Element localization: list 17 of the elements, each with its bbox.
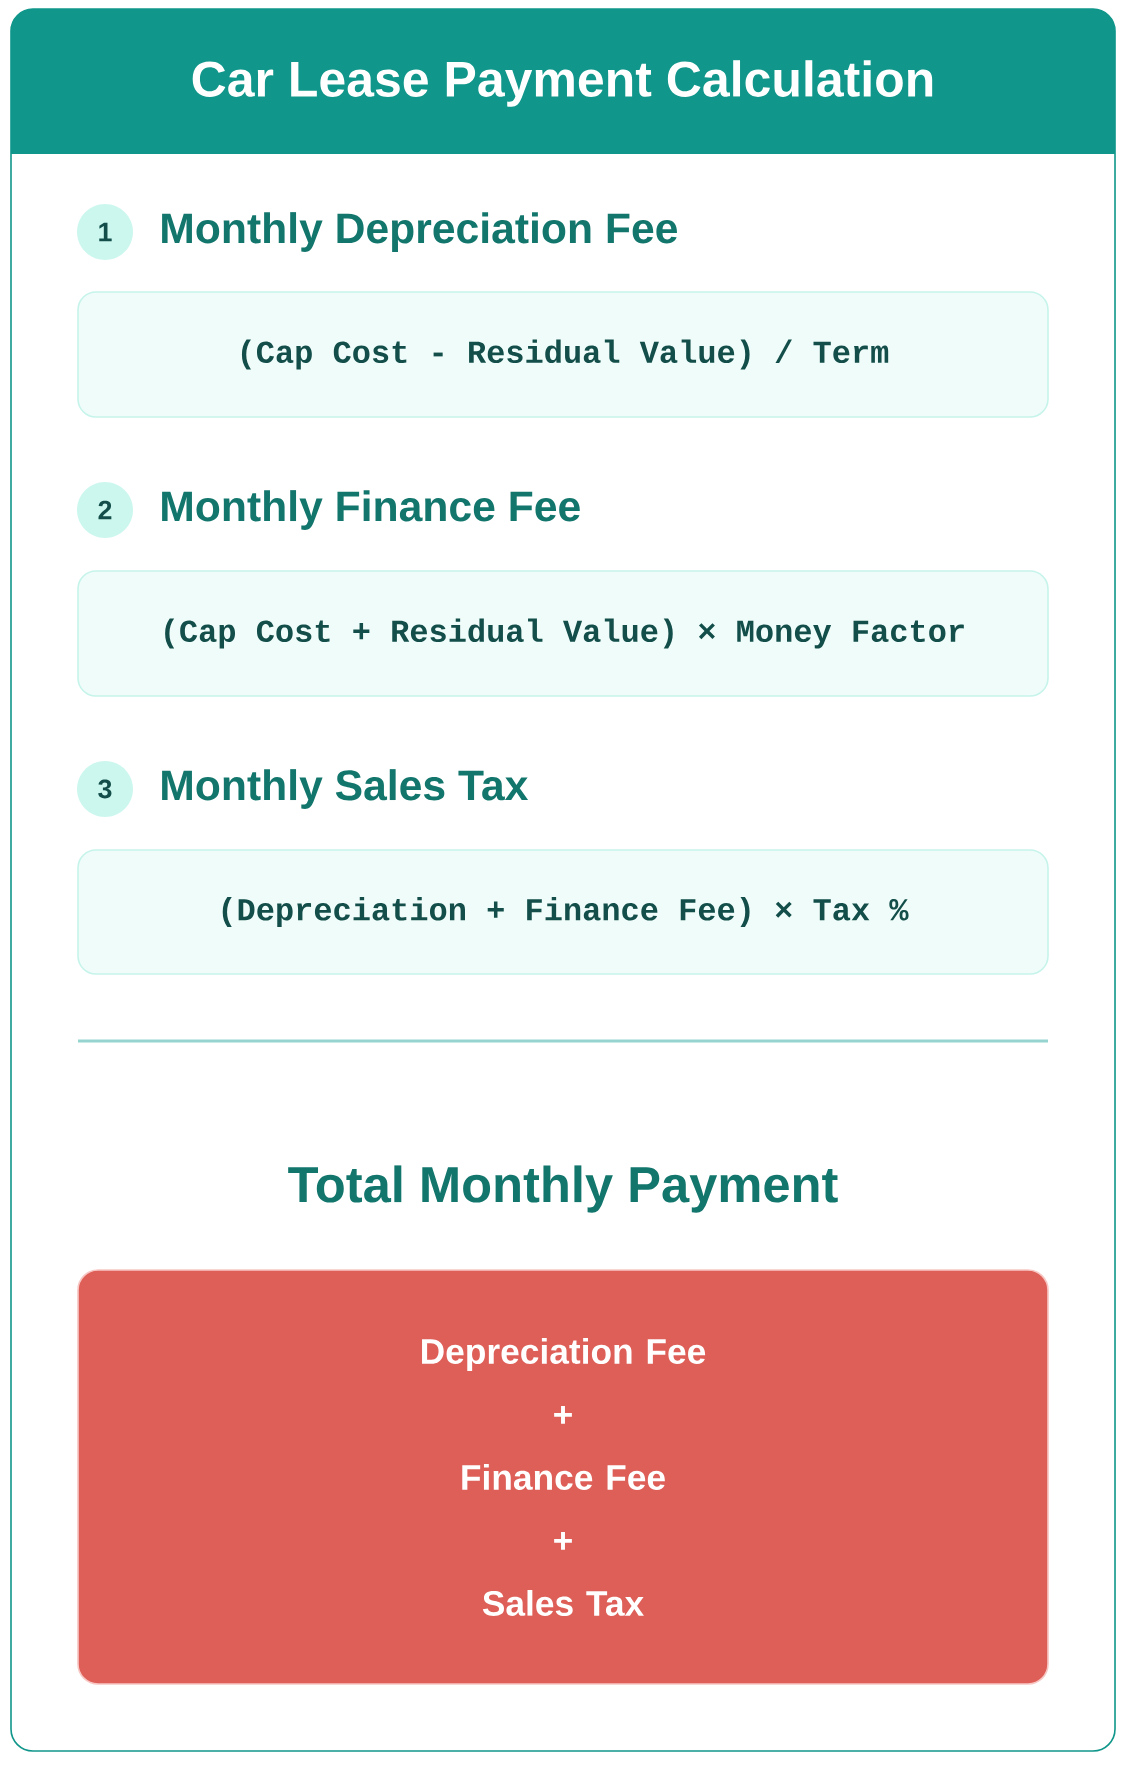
step-number: 2 <box>77 482 133 538</box>
formula-box: (Cap Cost - Residual Value) / Term <box>77 291 1049 418</box>
title: Car Lease Payment Calculation <box>192 60 933 107</box>
formula-box: (Depreciation + Finance Fee) × Tax % <box>77 849 1049 975</box>
node-label: + <box>554 1531 572 1550</box>
total-box: Depreciation Fee + Finance Fee + Sales Tax <box>77 1269 1049 1685</box>
section-heading: Monthly Finance Fee <box>162 490 580 530</box>
step-number: 3 <box>77 761 133 817</box>
section-heading: Monthly Sales Tax <box>162 769 529 809</box>
node-label: + <box>554 1405 572 1424</box>
node-label: Depreciation Fee <box>422 1338 706 1371</box>
section-heading: Total Monthly Payment <box>288 1165 838 1213</box>
formula-box: (Cap Cost + Residual Value) × Money Factor <box>77 570 1049 697</box>
node-label: Sales Tax <box>482 1590 644 1616</box>
section-heading: Monthly Depreciation Fee <box>162 212 677 252</box>
step-number: 1 <box>77 204 133 260</box>
node-label: Finance Fee <box>462 1464 665 1490</box>
